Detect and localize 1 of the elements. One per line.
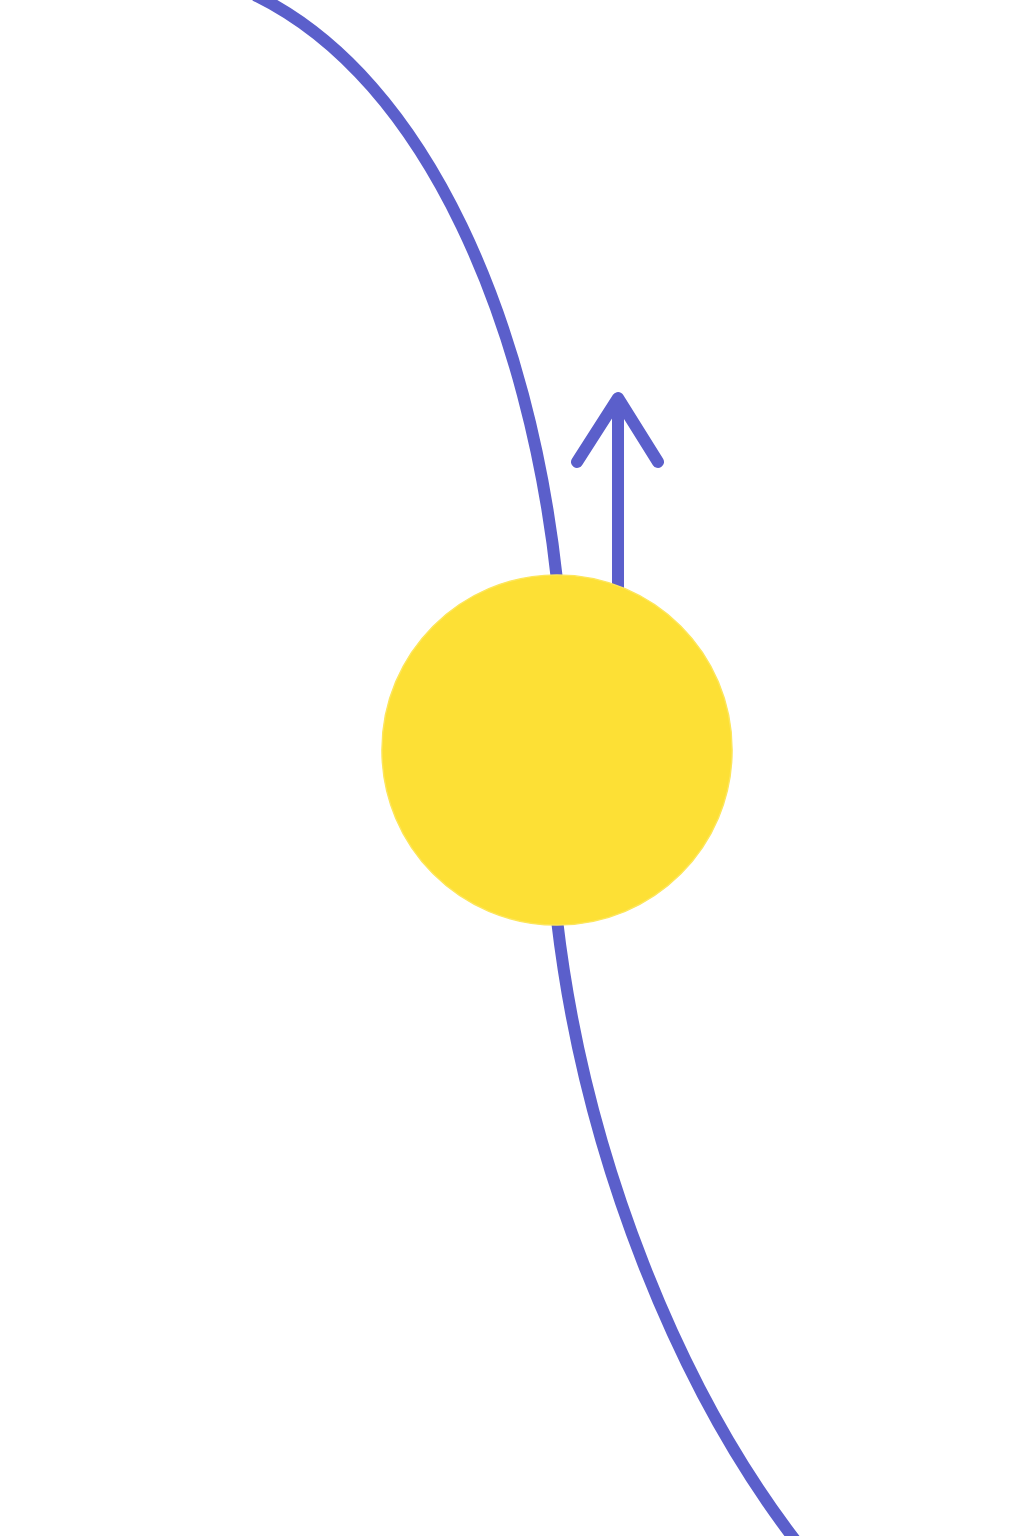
ball [381,574,733,926]
